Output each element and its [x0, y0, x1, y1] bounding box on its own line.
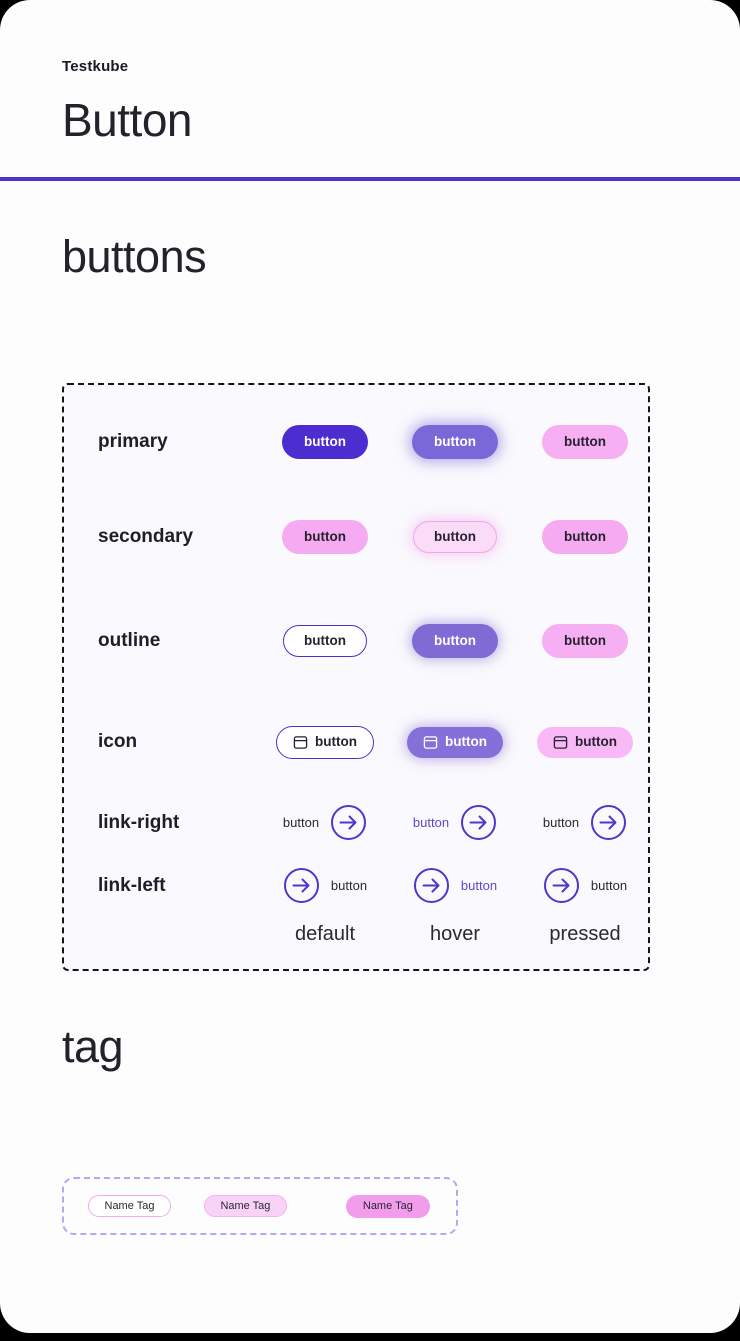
content: buttons primary button button button sec… [0, 231, 740, 1235]
row-primary: primary button button button [98, 399, 648, 485]
arrow-right-circle-icon [413, 867, 450, 904]
link-right-default-button[interactable]: button [283, 804, 367, 841]
link-left-pressed-button[interactable]: button [543, 867, 627, 904]
buttons-spec-box: primary button button button secondary b… [62, 383, 650, 971]
primary-default-button[interactable]: button [282, 425, 368, 459]
primary-pressed-button[interactable]: button [542, 425, 628, 459]
column-label-pressed: pressed [549, 923, 621, 945]
icon-button-label: button [315, 734, 357, 750]
arrow-right-circle-icon [330, 804, 367, 841]
icon-default-button[interactable]: button [276, 725, 374, 759]
row-label-link-right: link-right [98, 811, 180, 833]
name-tag-solid[interactable]: Name Tag [345, 1194, 430, 1218]
row-link-right: link-right button button button [98, 791, 648, 854]
outline-hover-button[interactable]: button [412, 624, 498, 658]
arrow-right-circle-icon [283, 867, 320, 904]
arrow-right-circle-icon [543, 867, 580, 904]
arrow-right-circle-icon [460, 804, 497, 841]
row-label-outline: outline [98, 630, 161, 651]
link-button-label: button [282, 815, 320, 830]
secondary-hover-button[interactable]: button [412, 520, 498, 554]
link-button-label: button [412, 815, 450, 830]
primary-hover-button[interactable]: button [412, 425, 498, 459]
arrow-right-circle-icon [590, 804, 627, 841]
row-label-primary: primary [98, 431, 168, 452]
icon-hover-button[interactable]: button [407, 726, 503, 758]
link-button-label: button [330, 878, 368, 893]
page-title: Button [62, 94, 193, 146]
header-divider [0, 177, 740, 181]
link-button-label: button [460, 878, 498, 893]
window-icon [293, 735, 308, 750]
kind-label: Testkube [62, 58, 129, 75]
column-label-default: default [294, 923, 356, 945]
secondary-pressed-button[interactable]: button [542, 520, 628, 554]
row-link-left: link-left button button b [98, 854, 648, 917]
row-label-icon: icon [98, 731, 138, 752]
icon-button-label: button [445, 734, 487, 750]
link-left-default-button[interactable]: button [283, 867, 367, 904]
icon-pressed-button[interactable]: button [537, 726, 633, 758]
row-outline: outline button button button [98, 589, 648, 693]
name-tag-outline[interactable]: Name Tag [88, 1195, 171, 1217]
row-icon: icon button button button [98, 693, 648, 791]
name-tag-light[interactable]: Name Tag [203, 1195, 287, 1217]
icon-button-label: button [575, 734, 617, 750]
header: Testkube Button [0, 0, 740, 147]
outline-pressed-button[interactable]: button [542, 624, 628, 658]
row-label-link-left: link-left [98, 874, 166, 896]
column-labels-row: default hover pressed [98, 917, 648, 959]
tag-section-heading: tag [62, 1021, 124, 1072]
link-left-hover-button[interactable]: button [413, 867, 497, 904]
row-label-secondary: secondary [98, 526, 194, 547]
link-right-pressed-button[interactable]: button [543, 804, 627, 841]
link-button-label: button [542, 815, 580, 830]
buttons-section-heading: buttons [62, 231, 207, 282]
secondary-default-button[interactable]: button [282, 520, 368, 554]
row-secondary: secondary button button button [98, 485, 648, 589]
window-icon [553, 735, 568, 750]
link-button-label: button [590, 878, 628, 893]
column-label-hover: hover [429, 923, 481, 945]
link-right-hover-button[interactable]: button [413, 804, 497, 841]
window-icon [423, 735, 438, 750]
outline-default-button[interactable]: button [282, 624, 368, 658]
tag-spec-box: Name Tag Name Tag Name Tag [62, 1177, 458, 1235]
